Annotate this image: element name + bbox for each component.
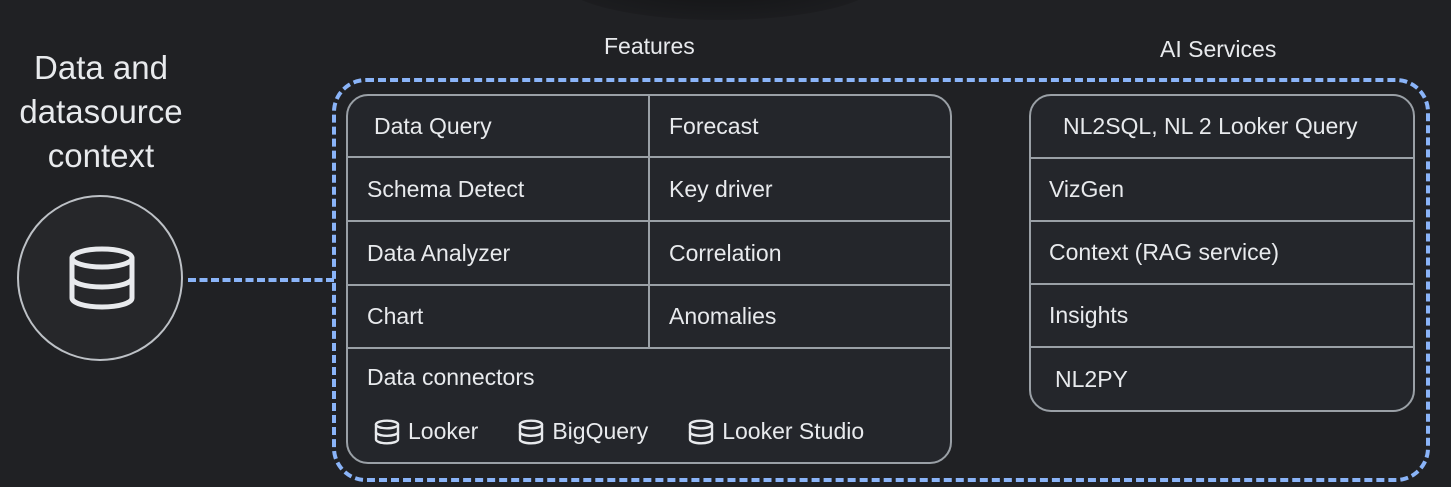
ai-service-insights: Insights: [1031, 285, 1413, 348]
connector-bigquery-label: BigQuery: [552, 418, 649, 444]
data-connectors-list: Looker BigQuery Looker Studio: [374, 418, 864, 445]
connector-looker-label: Looker: [408, 418, 479, 444]
connector-looker-studio: Looker Studio: [688, 418, 864, 445]
context-title-line-2: datasource: [19, 93, 183, 130]
context-title: Data and datasource context: [0, 46, 202, 178]
feature-chart: Chart: [348, 286, 650, 349]
dashed-connector-line: [188, 278, 334, 282]
feature-schema-detect: Schema Detect: [348, 158, 650, 222]
ai-service-context-rag: Context (RAG service): [1031, 222, 1413, 285]
data-connectors-title: Data connectors: [367, 364, 535, 390]
feature-data-analyzer: Data Analyzer: [348, 222, 650, 286]
ai-service-nl2py: NL2PY: [1055, 366, 1128, 392]
top-shadow: [560, 0, 880, 20]
feature-forecast: Forecast: [650, 96, 950, 158]
datasource-node: [17, 195, 183, 361]
features-grid: Data Query Forecast Schema Detect Key dr…: [348, 96, 950, 349]
feature-anomalies: Anomalies: [650, 286, 950, 349]
features-label: Features: [604, 33, 695, 59]
ai-services-label: AI Services: [1160, 36, 1277, 62]
ai-service-vizgen: VizGen: [1031, 159, 1413, 222]
database-icon: [374, 419, 400, 445]
database-icon: [689, 419, 714, 445]
features-panel: Data Query Forecast Schema Detect Key dr…: [346, 94, 952, 464]
connector-looker: Looker: [374, 418, 478, 445]
feature-data-query: Data Query: [348, 96, 650, 158]
connector-looker-studio-label: Looker Studio: [722, 418, 865, 444]
context-title-line-1: Data and: [34, 49, 168, 86]
ai-service-nl2sql: NL2SQL, NL 2 Looker Query: [1031, 96, 1413, 159]
ai-services-panel: NL2SQL, NL 2 Looker Query VizGen Context…: [1029, 94, 1415, 412]
database-icon: [69, 246, 135, 310]
database-icon: [519, 419, 544, 445]
connector-bigquery: BigQuery: [518, 418, 648, 445]
feature-correlation: Correlation: [650, 222, 950, 286]
system-boundary-frame: [332, 78, 1430, 482]
context-title-line-3: context: [47, 137, 155, 174]
feature-key-driver: Key driver: [650, 158, 950, 222]
